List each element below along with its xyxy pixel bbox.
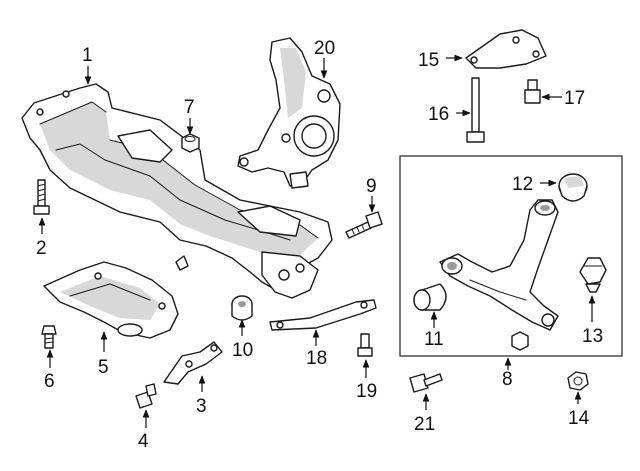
- bolt-part-4: [135, 383, 157, 409]
- nut-inside-box: [511, 331, 529, 351]
- callout-19: 19: [356, 381, 377, 402]
- callout-16: 16: [428, 104, 449, 125]
- leader-lines: [38, 54, 596, 428]
- bracket-part-3: [163, 341, 223, 385]
- bolt-part-9: [345, 211, 383, 239]
- nut-part-7: [181, 133, 200, 153]
- callout-15: 15: [418, 50, 439, 71]
- assembly-box-8: [399, 155, 623, 357]
- steering-knuckle-part: [237, 37, 341, 189]
- bushing-part-12: [558, 173, 588, 202]
- bolt-part-16: [466, 77, 485, 143]
- callout-9: 9: [366, 176, 377, 197]
- bolt-part-21: [409, 373, 443, 393]
- callout-6: 6: [44, 371, 55, 392]
- callout-2: 2: [36, 238, 47, 259]
- callout-18: 18: [306, 348, 327, 369]
- callout-11: 11: [424, 329, 444, 350]
- callout-12: 12: [512, 174, 533, 195]
- callout-labels: 1 2 3 4 5 6 7 8 9 10 11 12 13 14 15 16 1…: [36, 38, 603, 452]
- under-cover-part: [43, 261, 179, 339]
- callout-21: 21: [414, 414, 435, 435]
- bushing-part-10: [231, 295, 253, 321]
- nut-part-14: [567, 371, 589, 391]
- callout-13: 13: [582, 326, 603, 347]
- reinforcement-part-18: [269, 299, 377, 331]
- bolt-part-2: [33, 179, 50, 215]
- callout-5: 5: [98, 357, 109, 378]
- bushing-part-11: [413, 283, 447, 311]
- bolt-part-19: [357, 333, 373, 357]
- crossmember-part: [21, 83, 333, 299]
- callout-17: 17: [564, 88, 585, 109]
- callout-8: 8: [502, 369, 513, 390]
- callout-4: 4: [138, 431, 149, 452]
- callout-7: 7: [184, 97, 195, 118]
- callout-20: 20: [314, 38, 335, 59]
- callout-1: 1: [82, 45, 93, 66]
- callout-10: 10: [232, 340, 253, 361]
- ball-joint-part-13: [579, 257, 607, 293]
- bolt-part-17: [524, 79, 541, 104]
- callout-3: 3: [196, 396, 207, 417]
- control-arm-part: [439, 199, 559, 331]
- bolt-part-6: [41, 325, 57, 349]
- callout-14: 14: [568, 408, 590, 429]
- plate-part-15: [465, 29, 547, 69]
